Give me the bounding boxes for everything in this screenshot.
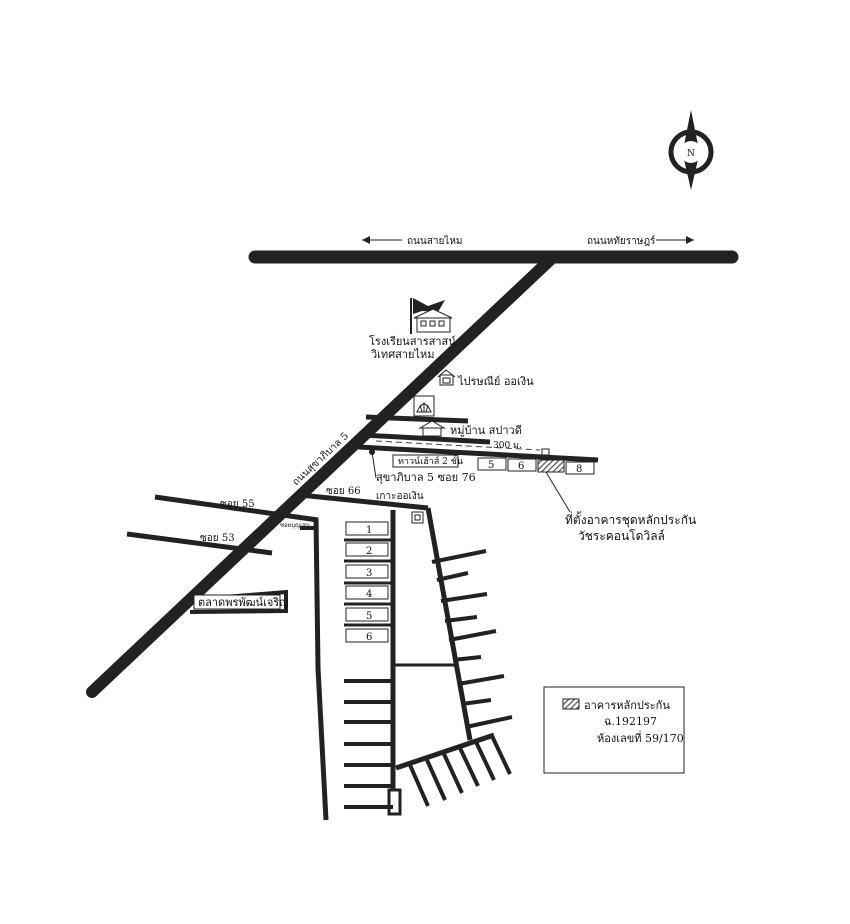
building-row-8-label: 8 xyxy=(576,464,582,475)
marker-box xyxy=(541,448,550,456)
legend-deed: ฉ.192197 xyxy=(604,715,657,728)
post-office-label: ไปรษณีย์ ออเงิน xyxy=(457,375,534,388)
building-col-2 xyxy=(345,542,389,557)
soi-76-label: สุขาภิบาล 5 ซอย 76 xyxy=(376,471,476,484)
koh-ngoen-label: เกาะออเงิน xyxy=(376,491,424,502)
townhouse-box xyxy=(392,454,459,468)
building-col-5 xyxy=(345,607,389,622)
sub-soi-left xyxy=(313,517,329,821)
building-row-5-label: 5 xyxy=(488,460,494,471)
sub-soi-right xyxy=(425,507,473,741)
location-label-1: ที่ตั้งอาคารชุดหลักประกัน xyxy=(565,511,696,528)
legend-swatch xyxy=(562,698,580,710)
building-row-6 xyxy=(507,458,537,472)
soi-76-pointer xyxy=(371,451,377,479)
road-label-sai-mai: ถนนสายไหม xyxy=(407,235,463,247)
building-col-5-label: 5 xyxy=(366,611,372,622)
building-row-8 xyxy=(565,461,595,475)
post-office-icon xyxy=(437,369,456,386)
soi-53-label: ซอย 53 xyxy=(200,533,235,544)
building-column: 1 2 3 4 5 6 xyxy=(344,521,393,643)
north-label: N xyxy=(687,149,695,159)
building-col-1 xyxy=(345,521,389,536)
location-label-2: วัชระคอนโดวิลล์ xyxy=(578,529,665,543)
legend: อาคารหลักประกัน ฉ.192197 ห้องเลขที่ 59/1… xyxy=(543,686,685,774)
village-label: หมู่บ้าน สปาวดี xyxy=(450,424,522,437)
north-arrow-icon: N xyxy=(668,110,714,190)
left-branches xyxy=(344,679,393,809)
soi-66-label: ซอย 66 xyxy=(326,486,361,497)
soi-53-road xyxy=(126,531,273,556)
distance-label: 300 ม. xyxy=(493,441,522,451)
soi-76-road xyxy=(357,444,599,463)
building-col-1-label: 1 xyxy=(366,525,372,536)
sub-soi-end xyxy=(387,788,402,816)
road-sukhaphiban-5 xyxy=(86,254,556,698)
soi-small-label: ซอยบุญเสน xyxy=(280,522,310,529)
building-col-6 xyxy=(345,628,389,643)
road-label-hathai-rat: ถนนหทัยราษฎร์ xyxy=(587,235,656,247)
soi-55-label: ซอย 55 xyxy=(220,499,255,510)
building-col-3 xyxy=(345,564,389,579)
building-col-4 xyxy=(345,585,389,600)
gas-station-icon xyxy=(413,395,435,417)
school-label-1: โรงเรียนสารสาสน์ xyxy=(369,334,456,348)
school-label-2: วิเทศสายไหม xyxy=(370,348,434,361)
townhouse-label: ทาวน์เฮ้าส์ 2 ชั้น xyxy=(398,454,463,467)
shrine-icon xyxy=(411,511,424,524)
building-col-4-label: 4 xyxy=(366,589,372,600)
right-branches xyxy=(431,549,513,729)
legend-room: ห้องเลขที่ 59/170 xyxy=(597,730,684,745)
village-icon xyxy=(418,420,446,437)
building-row-6-label: 6 xyxy=(518,461,524,472)
bottom-branches xyxy=(408,735,512,807)
building-row-7-collateral xyxy=(537,459,565,473)
sub-soi-bottom xyxy=(395,732,495,771)
legend-label: อาคารหลักประกัน xyxy=(584,699,670,712)
building-row: 5 6 8 xyxy=(477,457,595,475)
arrow-right-icon xyxy=(656,236,694,244)
distance-line xyxy=(375,440,541,451)
village-road-1 xyxy=(365,414,469,424)
soi-55-road xyxy=(154,494,319,523)
school-icon xyxy=(410,298,453,334)
building-col-2-label: 2 xyxy=(366,546,372,557)
building-col-3-label: 3 xyxy=(366,568,372,579)
building-col-6-label: 6 xyxy=(366,632,372,643)
village-road-2 xyxy=(361,432,491,445)
location-pointer xyxy=(545,471,571,513)
market-label: ตลาดพรพัฒน์เจริญ xyxy=(198,596,289,609)
market-box xyxy=(193,594,281,610)
soi-66-road xyxy=(299,492,429,511)
arrow-left-icon xyxy=(362,236,402,244)
building-row-5 xyxy=(477,457,507,471)
